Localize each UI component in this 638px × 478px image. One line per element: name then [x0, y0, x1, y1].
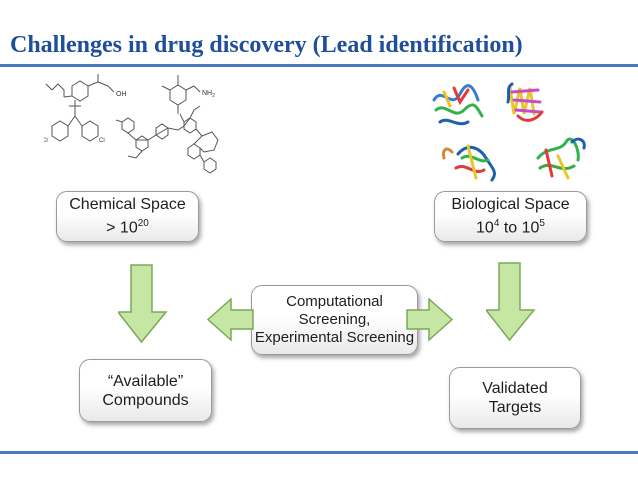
arrow-down-right — [486, 262, 536, 342]
footer-rule — [0, 451, 638, 454]
biological-space-size: 104 to 105 — [476, 218, 545, 237]
biological-space-box: Biological Space 104 to 105 — [434, 191, 587, 242]
label-cl-left: Cl — [44, 138, 48, 144]
screening-line-1: Computational — [286, 293, 383, 310]
arrow-right — [406, 298, 453, 342]
chemical-space-size: > 1020 — [106, 218, 149, 237]
validated-targets-box: Validated Targets — [449, 367, 581, 429]
label-oh: OH — [116, 91, 127, 98]
label-cl-right: Cl — [99, 138, 105, 144]
title-underline — [0, 64, 638, 67]
screening-line-2: Screening, — [298, 311, 371, 328]
screening-line-3: Experimental Screening — [254, 329, 415, 346]
slide-title: Challenges in drug discovery (Lead ident… — [10, 32, 523, 58]
available-compounds-line-2: Compounds — [102, 391, 189, 409]
available-compounds-line-1: “Available” — [107, 372, 184, 390]
available-compounds-box: “Available” Compounds — [79, 359, 212, 422]
validated-targets-line-1: Validated — [482, 380, 548, 397]
arrow-left — [207, 298, 254, 342]
arrow-down-left — [118, 264, 168, 344]
protein-structures-image — [432, 82, 586, 182]
chemical-space-box: Chemical Space > 1020 — [56, 191, 199, 242]
biological-space-label: Biological Space — [451, 196, 570, 214]
validated-targets-line-2: Targets — [488, 399, 542, 416]
chemical-space-label: Chemical Space — [69, 196, 186, 214]
screening-box: Computational Screening, Experimental Sc… — [251, 285, 418, 355]
label-nh2: NH2 — [202, 90, 215, 99]
chemical-structures-image: OH NH2 Cl Cl — [44, 74, 219, 174]
